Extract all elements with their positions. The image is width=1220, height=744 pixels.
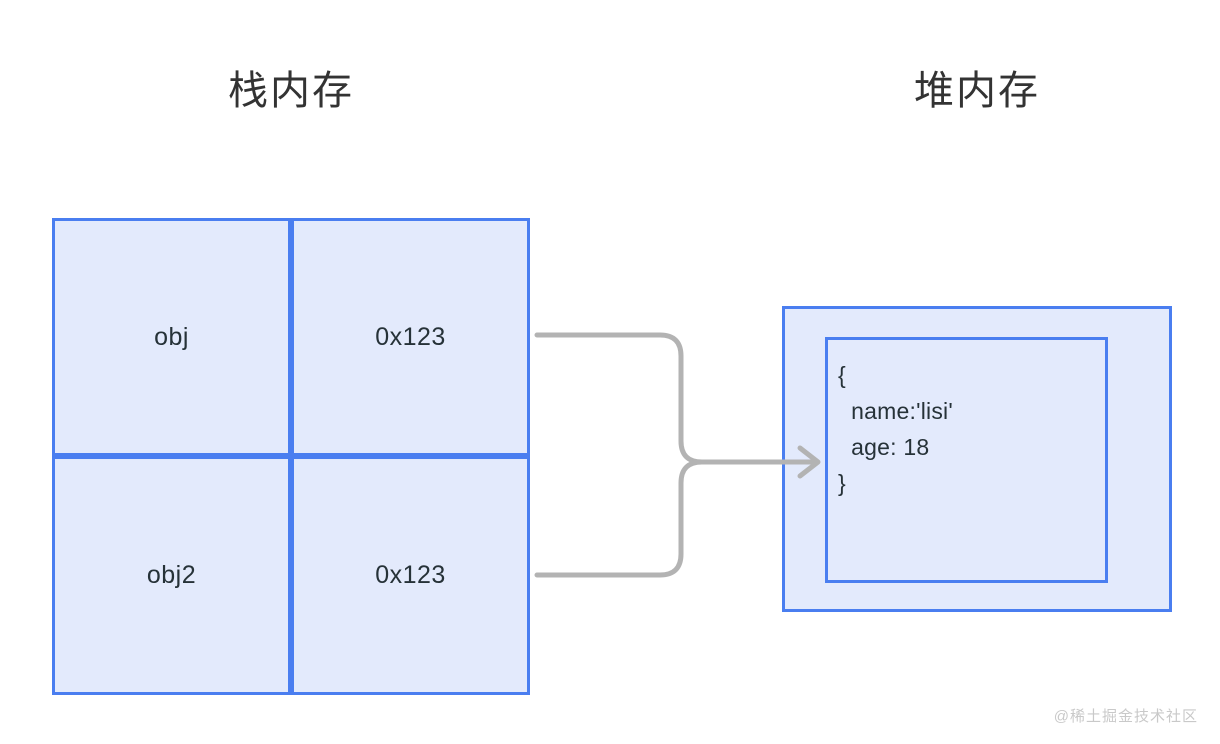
stack-memory-title: 栈内存 — [228, 69, 354, 113]
heap-object-literal-text: { name:'lisi' age: 18 } — [838, 362, 953, 496]
connector-obj-to-heap — [534, 332, 815, 465]
connector-obj2-to-heap — [534, 459, 815, 578]
watermark: @稀土掘金技术社区 — [1053, 708, 1198, 725]
stack-cell-variable-name-row-2: obj2 — [52, 456, 291, 695]
stack-memory-table: obj 0x123 obj2 0x123 — [52, 218, 530, 695]
heap-object-box — [825, 337, 1108, 583]
stack-cell-address-row-2: 0x123 — [291, 456, 530, 695]
stack-cell-address-row-1: 0x123 — [291, 218, 530, 456]
heap-memory-title: 堆内存 — [914, 69, 1040, 113]
stack-cell-variable-name-row-1: obj — [52, 218, 291, 456]
